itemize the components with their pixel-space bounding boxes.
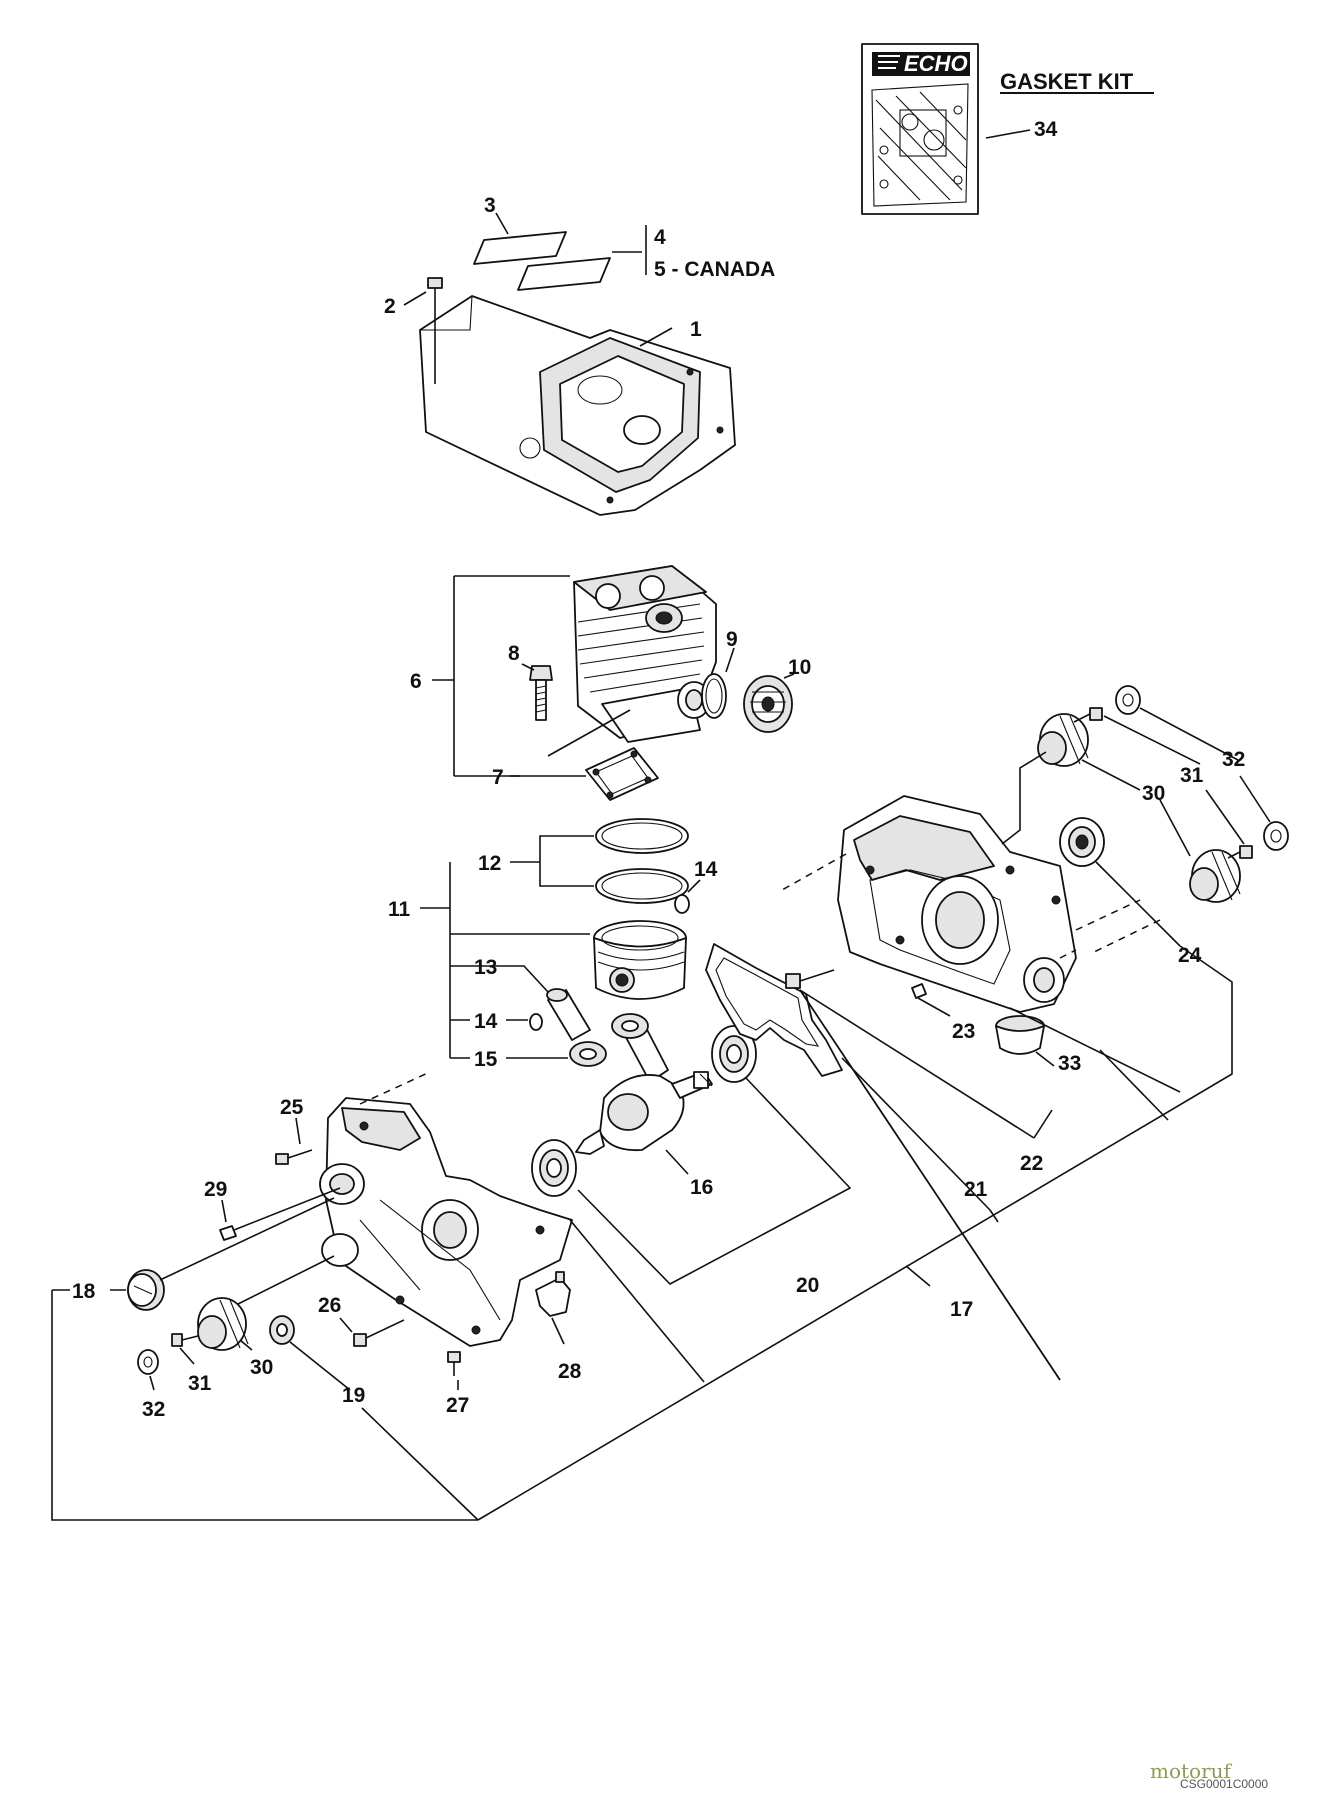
callout-7: 7 [492, 766, 504, 789]
top-cover [419, 295, 736, 516]
av-spring-upper [1037, 713, 1089, 767]
callout-21: 21 [964, 1178, 988, 1201]
callout-27: 27 [446, 1394, 469, 1417]
watermark: motoruf [1150, 1759, 1233, 1783]
crankcase-screw-27 [447, 1351, 461, 1376]
gasket-kit-package: ECHO [861, 43, 979, 215]
callout-26: 26 [318, 1294, 341, 1317]
callout-18: 18 [72, 1280, 96, 1303]
callout-17: 17 [950, 1298, 973, 1321]
callout-20: 20 [796, 1274, 819, 1297]
callout-34: 34 [1034, 118, 1058, 141]
needle-bearing [569, 1041, 607, 1067]
av-washer-left [137, 1349, 159, 1375]
dowel-pin [911, 983, 927, 999]
cylinder-base-gasket [585, 747, 659, 801]
svg-text:ECHO: ECHO [904, 51, 968, 76]
callout-14-lower: 14 [474, 1010, 498, 1033]
callout-15: 15 [474, 1048, 498, 1071]
dowel-pin-29 [219, 1187, 341, 1241]
cylinder-bolt [529, 665, 553, 721]
echo-logo: ECHO [878, 51, 968, 76]
piston-ring-upper [595, 818, 689, 854]
callout-33: 33 [1058, 1052, 1081, 1075]
label-decal [517, 257, 611, 291]
cover-screw [427, 277, 443, 384]
chain-oiler-bracket [535, 1271, 571, 1317]
callout-4: 4 [654, 226, 666, 249]
main-bearing-left [531, 1139, 577, 1197]
callout-32-right: 32 [1222, 748, 1245, 771]
av-screw-left [171, 1333, 199, 1347]
crankshaft [575, 1013, 713, 1155]
intake-o-ring [701, 673, 727, 719]
warning-decal [473, 231, 567, 265]
callout-16: 16 [690, 1176, 713, 1199]
piston-ring-lower [595, 868, 689, 904]
callout-8: 8 [508, 642, 520, 665]
callout-25: 25 [280, 1096, 304, 1119]
callout-29: 29 [204, 1178, 227, 1201]
callout-22: 22 [1020, 1152, 1043, 1175]
circlip-upper [674, 894, 690, 914]
callout-32-left: 32 [142, 1398, 165, 1421]
callout-5: 5 - CANADA [654, 258, 775, 281]
crankcase-screw-25 [275, 1149, 313, 1165]
av-washer-lower-right [1263, 821, 1289, 851]
cylinder [573, 565, 717, 743]
callout-13: 13 [474, 956, 497, 979]
callout-2: 2 [384, 295, 396, 318]
av-screw-upper [1073, 707, 1103, 723]
av-spring-lower-right [1189, 849, 1241, 903]
circlip-lower [529, 1013, 543, 1031]
callout-19: 19 [342, 1384, 365, 1407]
crankcase-left-half [319, 1097, 573, 1347]
av-spring-left [197, 1297, 249, 1351]
crankcase-bolt-26 [353, 1319, 405, 1347]
oil-seal [269, 1315, 295, 1345]
callout-31-right: 31 [1180, 764, 1204, 787]
callout-24: 24 [1178, 944, 1202, 967]
anti-vibration-mount-bottom [995, 1015, 1045, 1055]
piston-pin [546, 988, 591, 1041]
callout-30-left: 30 [250, 1356, 273, 1379]
callout-9: 9 [726, 628, 738, 651]
crankcase-right-half [837, 795, 1077, 1013]
av-screw-lower-right [1227, 845, 1253, 859]
main-bearing-right [711, 1025, 757, 1083]
callout-6: 6 [410, 670, 422, 693]
piston [593, 920, 687, 1000]
intake-boot [743, 675, 793, 733]
diagram-code: CSG0001C0000 [1180, 1777, 1268, 1791]
callout-1: 1 [690, 318, 702, 341]
av-washer-upper [1115, 685, 1141, 715]
grommet [1059, 817, 1105, 867]
crankcase-bolt [785, 969, 835, 989]
callout-28: 28 [558, 1360, 582, 1383]
gasket-kit-title: GASKET KIT [1000, 69, 1134, 94]
callout-30-right-upper: 30 [1142, 782, 1165, 805]
callout-12: 12 [478, 852, 501, 875]
callout-14-upper: 14 [694, 858, 718, 881]
crankcase-plug [127, 1269, 165, 1311]
callout-10: 10 [788, 656, 811, 679]
callout-11: 11 [388, 898, 411, 921]
callout-3: 3 [484, 194, 496, 217]
callout-31-left: 31 [188, 1372, 212, 1395]
callout-23: 23 [952, 1020, 975, 1043]
